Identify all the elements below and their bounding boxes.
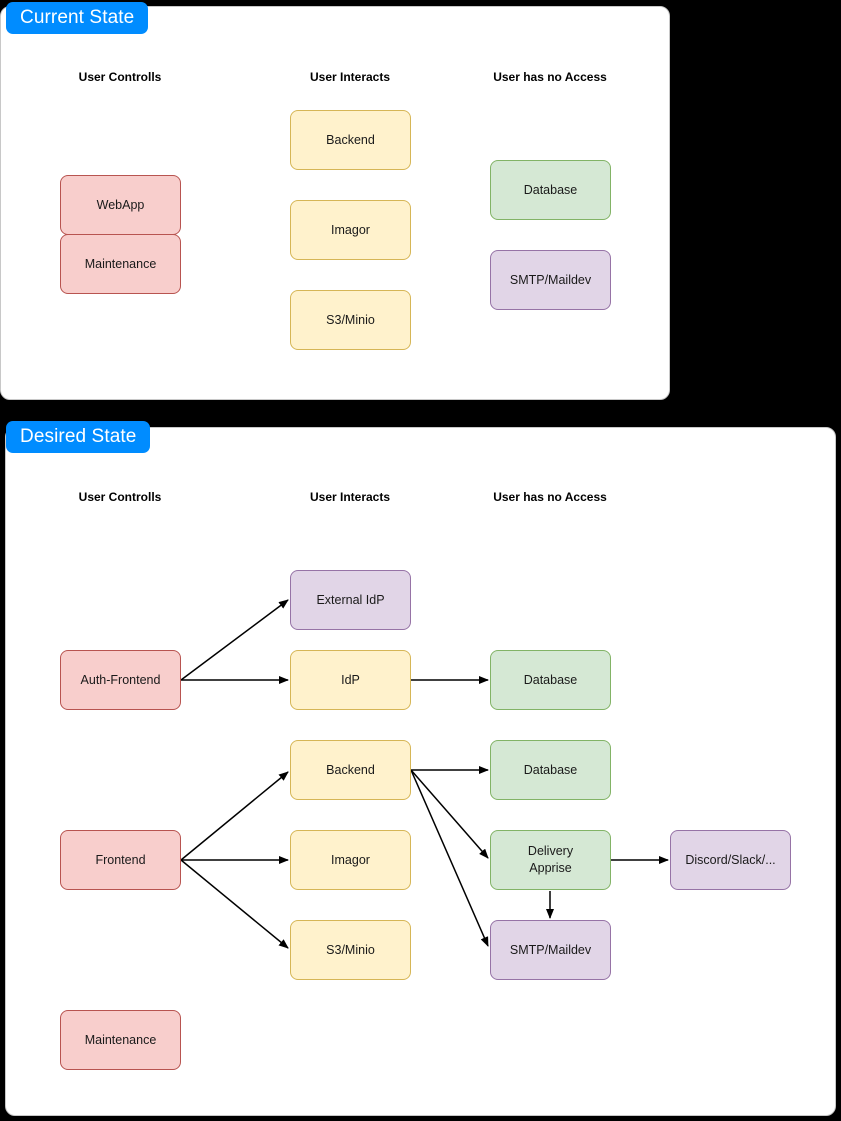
node-backend-desired[interactable]: Backend	[290, 740, 411, 800]
column-header-user-interacts-desired: User Interacts	[309, 490, 391, 504]
node-smtp-maildev-desired[interactable]: SMTP/Maildev	[490, 920, 611, 980]
node-database-idp[interactable]: Database	[490, 650, 611, 710]
column-header-user-has-no-access-desired: User has no Access	[493, 490, 607, 504]
node-imagor-desired[interactable]: Imagor	[290, 830, 411, 890]
node-database-backend[interactable]: Database	[490, 740, 611, 800]
node-maintenance-current[interactable]: Maintenance	[60, 234, 181, 294]
node-idp[interactable]: IdP	[290, 650, 411, 710]
node-delivery-apprise[interactable]: Delivery Apprise	[490, 830, 611, 890]
node-maintenance-desired[interactable]: Maintenance	[60, 1010, 181, 1070]
column-header-user-has-no-access-current: User has no Access	[493, 70, 607, 84]
node-imagor-current[interactable]: Imagor	[290, 200, 411, 260]
column-header-user-controls-desired: User Controlls	[78, 490, 162, 504]
node-frontend[interactable]: Frontend	[60, 830, 181, 890]
node-webapp[interactable]: WebApp	[60, 175, 181, 235]
column-header-user-interacts-current: User Interacts	[309, 70, 391, 84]
node-discord-slack[interactable]: Discord/Slack/...	[670, 830, 791, 890]
node-smtp-maildev-current[interactable]: SMTP/Maildev	[490, 250, 611, 310]
node-database-current[interactable]: Database	[490, 160, 611, 220]
node-auth-frontend[interactable]: Auth-Frontend	[60, 650, 181, 710]
node-s3-minio-desired[interactable]: S3/Minio	[290, 920, 411, 980]
column-header-user-controls-current: User Controlls	[78, 70, 162, 84]
panel-tab-current-state[interactable]: Current State	[6, 2, 149, 34]
node-external-idp[interactable]: External IdP	[290, 570, 411, 630]
node-backend-current[interactable]: Backend	[290, 110, 411, 170]
panel-tab-desired-state[interactable]: Desired State	[6, 421, 151, 453]
node-s3-minio-current[interactable]: S3/Minio	[290, 290, 411, 350]
